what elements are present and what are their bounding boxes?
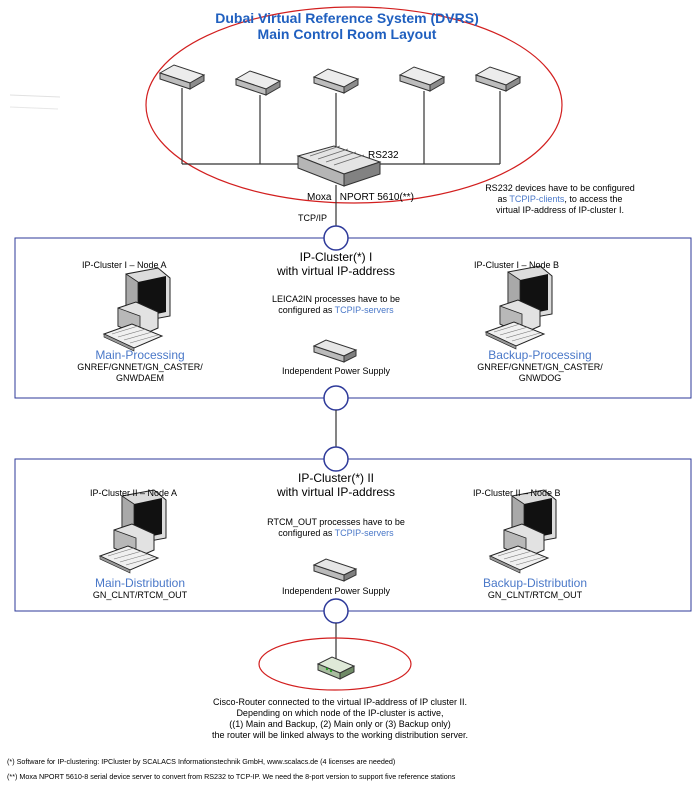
cluster-2-top-vip-circle [323,446,349,472]
tcpip-label: TCP/IP [298,213,328,223]
cluster-1-note-line-2: configured as TCPIP-servers [278,305,394,315]
backup-distribution-sub-1: GN_CLNT/RTCM_OUT [487,590,583,600]
scan-artifact [9,94,61,110]
cluster-1-node-b-computer-icon [485,265,553,350]
cluster-2-backup-block: Backup-Distribution GN_CLNT/RTCM_OUT [445,576,625,601]
cluster-2-node-a-label: IP-Cluster II – Node A [90,488,178,498]
moxa-label: Moxa NPORT 5610(**) [307,192,414,203]
cluster-2-title: IP-Cluster(*) II with virtual IP-address [236,471,436,499]
main-distribution-sub-1: GN_CLNT/RTCM_OUT [92,590,188,600]
cluster-1-box [14,237,692,399]
cluster-2-node-b-label: IP-Cluster II – Node B [473,488,561,498]
cluster-1-note: LEICA2IN processes have to be configured… [236,294,436,316]
rs232-note-line-1: RS232 devices have to be configured [485,183,635,193]
cluster-2-note-line-2: configured as TCPIP-servers [278,528,394,538]
cluster-1-bottom-vip-circle [323,385,349,411]
cluster-1-backup-block: Backup-Processing GNREF/GNNET/GN_CASTER/… [440,348,640,384]
rs232-note-line-3: virtual IP-address of IP-cluster I. [495,205,625,215]
footnote-1: (*) Software for IP-clustering: IPCluste… [7,757,396,766]
tcpip-clients-link: TCPIP-clients [509,194,565,204]
cluster-1-power-label: Independent Power Supply [281,366,391,376]
receiver-1-icon [159,64,205,90]
moxa-nport-icon [296,145,382,187]
cluster-2-note-line-1: RTCM_OUT processes have to be [267,517,405,527]
footnote-2: (**) Moxa NPORT 5610-8 serial device ser… [7,772,456,781]
rs232-note: RS232 devices have to be configured as T… [450,183,670,216]
rs232-label: RS232 [368,150,399,161]
main-distribution-label: Main-Distribution [94,576,186,590]
receiver-2-icon [235,70,281,96]
cluster-1-title: IP-Cluster(*) I with virtual IP-address [236,250,436,278]
main-processing-label: Main-Processing [95,348,185,362]
cluster-2-node-b-computer-icon [489,489,557,574]
router-line-2: Depending on which node of the IP-cluste… [236,708,444,718]
cluster-2-box [14,458,692,612]
cluster-1-node-a-label: IP-Cluster I – Node A [82,260,167,270]
router-ellipse [258,637,412,691]
router-line-1: Cisco-Router connected to the virtual IP… [213,697,467,707]
backup-processing-sub-1: GNREF/GNNET/GN_CASTER/ [477,362,603,372]
router-line-3: ((1) Main and Backup, (2) Main only or (… [229,719,451,729]
cluster-2-main-block: Main-Distribution GN_CLNT/RTCM_OUT [60,576,220,601]
backup-processing-label: Backup-Processing [488,348,592,362]
router-description: Cisco-Router connected to the virtual IP… [160,697,520,741]
cluster-2-title-line-2: with virtual IP-address [276,485,396,499]
cluster-1-power-supply-icon [313,339,357,363]
rs232-note-line-2: as TCPIP-clients, to access the [497,194,623,204]
diagram-title: Dubai Virtual Reference System (DVRS) Ma… [0,10,694,42]
receiver-4-icon [399,66,445,92]
cluster-1-title-line-1: IP-Cluster(*) I [299,250,373,264]
cluster-2-node-a-computer-icon [99,489,167,574]
cluster-1-tcpip-servers-link: TCPIP-servers [334,305,394,315]
cluster-1-node-a-computer-icon [103,267,171,352]
reference-stations-ellipse [145,6,563,204]
router-line-4: the router will be linked always to the … [211,730,469,740]
cluster-1-main-block: Main-Processing GNREF/GNNET/GN_CASTER/ G… [50,348,230,384]
cluster-2-power-label: Independent Power Supply [281,586,391,596]
backup-distribution-label: Backup-Distribution [482,576,588,590]
cluster-1-top-vip-circle [323,225,349,251]
cluster-2-tcpip-servers-link: TCPIP-servers [334,528,394,538]
cluster-2-note: RTCM_OUT processes have to be configured… [236,517,436,539]
title-line-1: Dubai Virtual Reference System (DVRS) [215,10,479,26]
main-processing-sub-2: GNWDAEM [116,373,164,383]
cluster-2-power-supply-icon [313,558,357,582]
receiver-3-icon [313,68,359,94]
cisco-router-icon [316,656,356,680]
cluster-1-title-line-2: with virtual IP-address [276,264,396,278]
cluster-2-title-line-1: IP-Cluster(*) II [297,471,374,485]
cluster-2-bottom-vip-circle [323,598,349,624]
title-line-2: Main Control Room Layout [257,26,437,42]
main-processing-sub-1: GNREF/GNNET/GN_CASTER/ [77,362,203,372]
backup-processing-sub-2: GNWDOG [518,373,562,383]
cluster-1-note-line-1: LEICA2IN processes have to be [271,294,401,304]
cluster-1-node-b-label: IP-Cluster I – Node B [474,260,560,270]
receiver-5-icon [475,66,521,92]
